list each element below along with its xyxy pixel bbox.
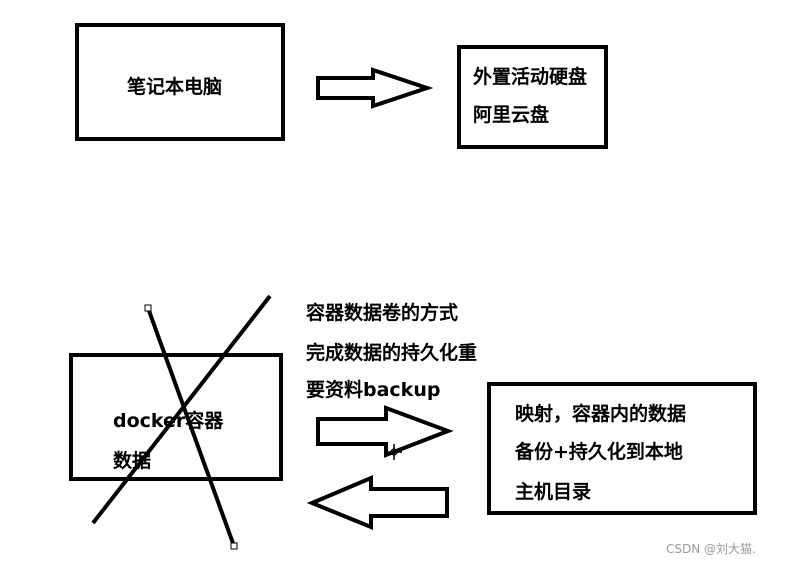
- storage-label-cloud-disk: 阿里云盘: [473, 104, 550, 126]
- mapping-line-1: 映射，容器内的数据: [515, 403, 687, 425]
- volume-note-line-1: 容器数据卷的方式: [306, 302, 459, 324]
- watermark: CSDN @刘大猫.: [666, 542, 756, 556]
- bottom-left-arrow: [306, 474, 449, 530]
- storage-box: [457, 45, 608, 149]
- docker-container-box: [69, 353, 283, 481]
- docker-container-label: docker容器: [113, 410, 224, 432]
- mapping-box: [487, 382, 757, 515]
- mapping-line-3: 主机目录: [515, 481, 592, 503]
- cross-line-1: [146, 307, 236, 547]
- line-handle-bottom: [230, 542, 238, 550]
- laptop-box: [75, 23, 285, 141]
- volume-note-line-2: 完成数据的持久化重: [306, 342, 478, 364]
- line-handle-top: [144, 304, 152, 312]
- bottom-right-arrow: [316, 405, 454, 458]
- storage-label-external-disk: 外置活动硬盘: [473, 66, 588, 88]
- docker-data-label: 数据: [113, 450, 152, 472]
- crosshair-cursor-icon: [386, 444, 402, 460]
- laptop-label: 笔记本电脑: [127, 76, 223, 98]
- cross-line-2: [91, 294, 272, 525]
- volume-note-line-3: 要资料backup: [306, 379, 441, 401]
- mapping-line-2: 备份+持久化到本地: [515, 441, 683, 463]
- top-right-arrow: [316, 67, 434, 109]
